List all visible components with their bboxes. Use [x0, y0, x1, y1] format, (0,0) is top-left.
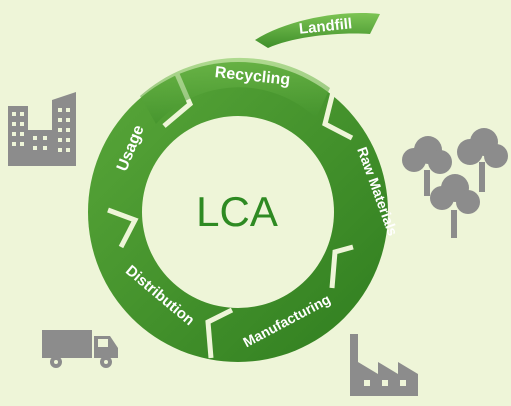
truck-icon	[42, 330, 118, 368]
city-buildings-icon	[8, 92, 76, 166]
factory-icon	[350, 334, 418, 396]
trees-icon	[402, 128, 508, 238]
landfill-label: Landfill	[298, 15, 353, 37]
landfill-arrow: Landfill	[255, 13, 380, 48]
lca-ring	[88, 57, 388, 362]
center-label: LCA	[196, 188, 278, 235]
